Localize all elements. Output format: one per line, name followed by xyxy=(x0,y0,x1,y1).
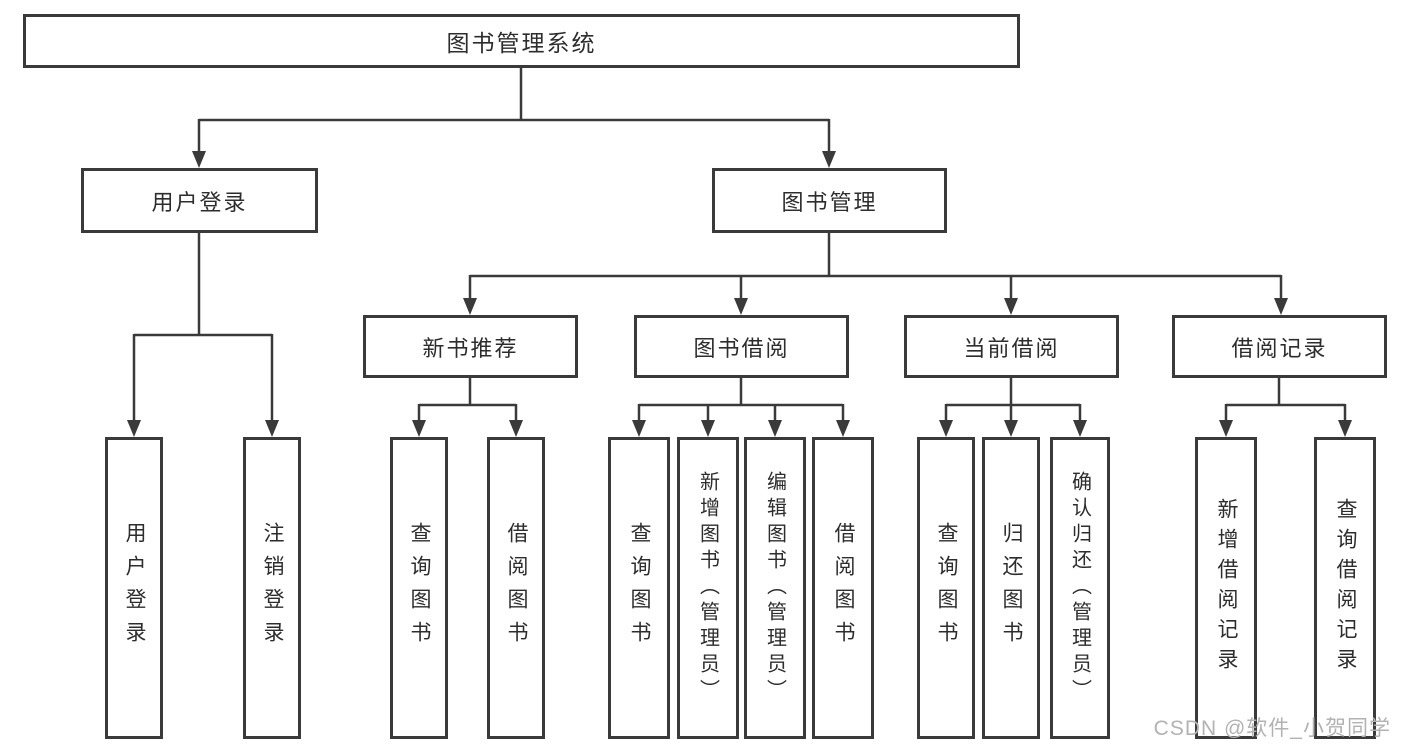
node-label: 图书管理 xyxy=(781,189,878,215)
leaf-label: 用户登录 xyxy=(123,522,146,654)
node-user-login: 用户登录 xyxy=(81,168,318,233)
leaf-label: 查询图书 xyxy=(935,522,958,654)
leaf-query-books-current: 查询图书 xyxy=(917,437,975,739)
leaf-label: 确认归还（管理员） xyxy=(1068,471,1091,705)
node-label: 用户登录 xyxy=(151,189,248,215)
node-label: 图书借阅 xyxy=(693,335,790,361)
leaf-return-books: 归还图书 xyxy=(982,437,1040,739)
leaf-label: 借阅图书 xyxy=(832,522,855,654)
node-borrowing-records: 借阅记录 xyxy=(1172,315,1387,378)
leaf-borrow-books: 借阅图书 xyxy=(812,437,874,739)
leaf-label: 新增图书（管理员） xyxy=(696,471,719,705)
leaf-add-borrow-record: 新增借阅记录 xyxy=(1195,437,1257,739)
leaf-query-books-recommend: 查询图书 xyxy=(390,437,448,739)
leaf-label: 借阅图书 xyxy=(505,522,528,654)
node-label: 图书管理系统 xyxy=(446,30,597,56)
leaf-label: 注销登录 xyxy=(261,522,284,654)
node-book-management: 图书管理 xyxy=(712,168,947,233)
leaf-confirm-return-admin: 确认归还（管理员） xyxy=(1050,437,1110,739)
leaf-query-borrow-record: 查询借阅记录 xyxy=(1314,437,1376,739)
leaf-label: 查询借阅记录 xyxy=(1334,498,1357,678)
node-new-book-recommend: 新书推荐 xyxy=(363,315,578,378)
node-library-management-system: 图书管理系统 xyxy=(23,14,1020,68)
leaf-borrow-books-recommend: 借阅图书 xyxy=(487,437,545,739)
node-current-borrowing: 当前借阅 xyxy=(904,315,1119,378)
leaf-query-books-borrow: 查询图书 xyxy=(608,437,670,739)
leaf-label: 编辑图书（管理员） xyxy=(763,471,786,705)
leaf-label: 新增借阅记录 xyxy=(1215,498,1238,678)
leaf-label: 归还图书 xyxy=(1000,522,1023,654)
node-label: 新书推荐 xyxy=(422,335,519,361)
leaf-logout: 注销登录 xyxy=(243,437,301,739)
leaf-label: 查询图书 xyxy=(408,522,431,654)
node-label: 当前借阅 xyxy=(963,335,1060,361)
leaf-edit-books-admin: 编辑图书（管理员） xyxy=(744,437,806,739)
node-label: 借阅记录 xyxy=(1231,335,1328,361)
node-book-borrowing: 图书借阅 xyxy=(634,315,849,378)
leaf-add-books-admin: 新增图书（管理员） xyxy=(677,437,739,739)
csdn-watermark: CSDN @软件_小贺同学 xyxy=(1153,717,1391,740)
arrowhead-icons xyxy=(127,151,1352,437)
leaf-user-login: 用户登录 xyxy=(105,437,163,739)
leaf-label: 查询图书 xyxy=(628,522,651,654)
